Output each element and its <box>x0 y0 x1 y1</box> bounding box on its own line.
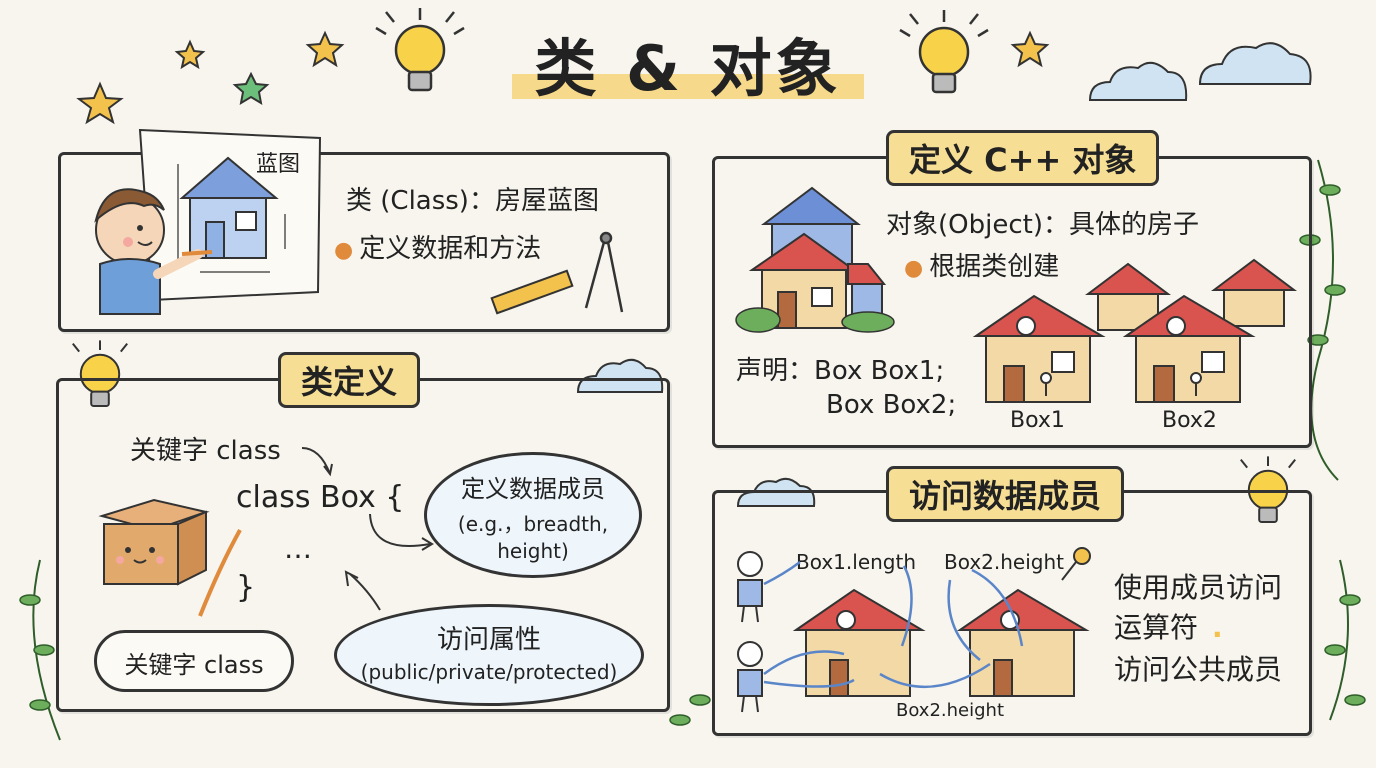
members-title: 定义数据成员 <box>461 475 605 503</box>
access-label-length: Box1.length <box>796 550 917 574</box>
decl-line2: Box Box2; <box>826 390 957 420</box>
compass-icon <box>584 231 624 313</box>
keyword-bottom-label: 关键字 class <box>124 651 264 679</box>
arrow-icon <box>344 570 381 611</box>
access-arrows <box>763 560 1024 689</box>
access-desc1: 使用成员访问 <box>1114 571 1283 604</box>
code-line3: } <box>236 570 256 605</box>
blueprint-line1: 类 (Class)：房屋蓝图 <box>346 186 599 216</box>
keyword-top-label: 关键字 class <box>130 436 281 466</box>
box1-label: Box1 <box>1010 408 1065 433</box>
access-values: (public/private/protected) <box>360 660 618 684</box>
arrow-icon <box>198 529 242 617</box>
ruler-icon <box>490 269 574 315</box>
small-house-icon <box>1085 262 1171 331</box>
bullet-icon: ● <box>904 256 924 281</box>
objects-line2: 根据类创建 <box>929 252 1060 282</box>
boy-avatar <box>94 188 213 315</box>
mansion-icon <box>735 186 895 333</box>
class-def-tag: 类定义 <box>278 352 421 408</box>
objects-line2-row: ●根据类创建 <box>904 246 1059 283</box>
cloud-icon <box>1198 42 1312 85</box>
code-line1: class Box { <box>236 480 405 515</box>
members-example2: height) <box>497 539 569 563</box>
vine-decoration <box>19 159 1366 741</box>
star-icon <box>174 39 206 70</box>
keyword-bottom-bubble: 关键字 class <box>94 630 294 692</box>
access-illustration <box>737 547 1091 713</box>
objects-tag: 定义 C++ 对象 <box>886 130 1160 186</box>
objects-line1: 对象(Object)：具体的房子 <box>886 210 1199 240</box>
arrow-icon <box>369 513 434 551</box>
stick-figure-icon <box>737 641 763 713</box>
decl-line1: 声明：Box Box1; <box>736 356 945 386</box>
access-label-height-bottom: Box2.height <box>896 700 1005 721</box>
key-icon <box>1061 547 1091 581</box>
title-wrap: 类 & 对象 <box>0 18 1376 108</box>
house-sketch-icon <box>177 156 286 273</box>
class-def-illustration <box>98 447 434 617</box>
lightbulb-icon <box>72 340 128 408</box>
access-desc2-row: 运算符. <box>1114 606 1223 646</box>
stick-figure-icon <box>737 551 763 623</box>
bullet-icon: ● <box>334 238 354 263</box>
blueprint-sketch-label: 蓝图 <box>256 152 301 177</box>
cloud-icon <box>576 358 664 393</box>
access-label-height: Box2.height <box>944 550 1065 574</box>
members-bubble: 定义数据成员 (e.g.，breadth, height) <box>424 452 642 578</box>
objects-illustration <box>735 186 1297 403</box>
arrow-icon <box>301 447 333 477</box>
code-line2: … <box>284 532 312 565</box>
access-desc2: 运算符 <box>1114 611 1199 644</box>
house-box1-icon <box>972 294 1106 403</box>
cloud-icon <box>1088 61 1188 101</box>
house-box1-icon <box>792 588 926 697</box>
access-bubble: 访问属性 (public/private/protected) <box>334 604 644 706</box>
blueprint-illustration <box>94 128 322 315</box>
star-icon <box>305 30 345 68</box>
lightbulb-icon <box>375 8 465 92</box>
lightbulb-icon <box>899 10 989 94</box>
box-icon <box>98 498 210 586</box>
house-box2-icon <box>1122 294 1256 403</box>
blueprint-panel <box>58 152 670 332</box>
star-icon <box>1010 30 1050 68</box>
access-tag: 访问数据成员 <box>886 466 1125 522</box>
page-title: 类 & 对象 <box>512 18 864 108</box>
access-desc3: 访问公共成员 <box>1114 653 1283 686</box>
blueprint-line2-row: ●定义数据和方法 <box>334 228 541 265</box>
house-box2-icon <box>956 588 1090 697</box>
blueprint-line2: 定义数据和方法 <box>359 234 542 264</box>
dot-operator-icon: . <box>1212 611 1223 644</box>
access-title: 访问属性 <box>436 625 541 655</box>
tools-illustration <box>490 231 624 315</box>
star-icon <box>232 71 270 105</box>
small-house-icon <box>1211 258 1297 327</box>
box2-label: Box2 <box>1162 408 1217 433</box>
star-icon <box>76 81 124 125</box>
members-example1: (e.g.，breadth, <box>457 512 609 536</box>
